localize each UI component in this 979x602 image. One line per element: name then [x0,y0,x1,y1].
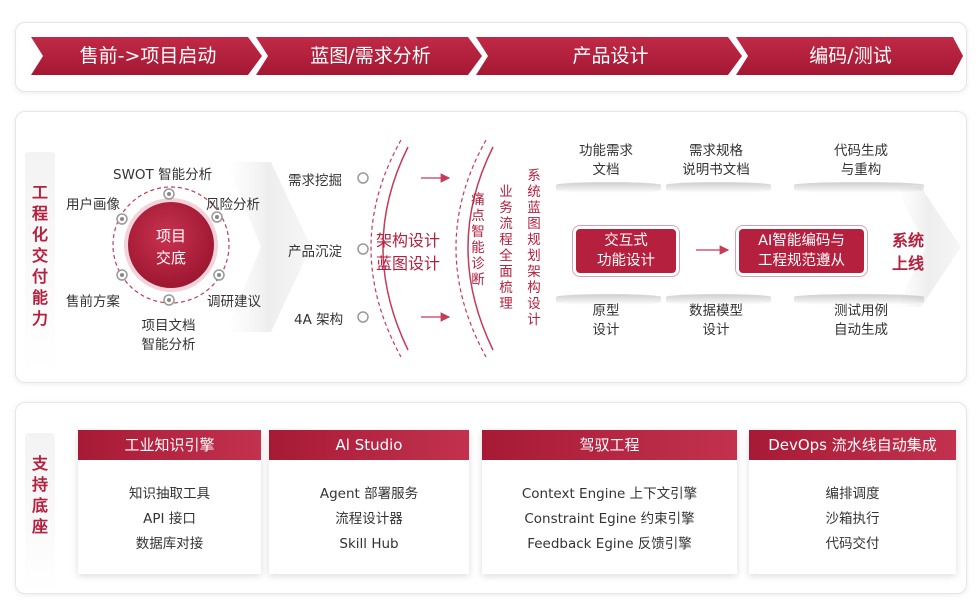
input-requirement-mining: 需求挖掘 [288,173,342,189]
center-circle [124,198,218,292]
column-item: Feedback Egine 反馈引擎 [527,536,692,552]
swot-analysis: SWOT 智能分析 [113,167,213,183]
phase-presales: 售前->项目启动 [79,45,217,67]
input-node-1 [357,172,369,184]
column-item: 沙箱执行 [825,511,880,527]
support-column-harness-engineering: 驾驭工程 Context Engine 上下文引擎 Constraint Egi… [482,430,737,574]
column-item: 编排调度 [825,486,880,502]
user-profile: 用户画像 [66,197,120,213]
phase-coding-testing: 编码/测试 [809,45,892,67]
column-item: Constraint Egine 约束引擎 [524,511,695,527]
column-title: DevOps 流水线自动集成 [749,430,956,460]
output-code-generation: 代码生成与重构 [834,143,888,178]
engineering-side-title: 工程化交付能力 [25,152,55,372]
phase-arrow-4 [736,37,963,75]
diag-arc-inner [467,146,494,351]
arch-design-label: 架构设计蓝图设计 [376,231,441,273]
shelf [794,294,924,305]
shelf [666,294,771,305]
arch-arc-outer [370,139,402,358]
shelf [556,294,661,305]
ai-coding-box: AI智能编码与工程规范遵从 [739,229,864,273]
research-advice: 调研建议 [207,294,261,310]
presales-plan: 售前方案 [66,294,120,310]
column-title: Al Studio [269,430,469,460]
input-node-3 [357,311,369,323]
shelf [666,182,771,193]
support-panel: 支持底座 工业知识引擎 知识抽取工具 API 接口 数据库对接 Al Studi… [15,402,967,594]
column-item: 代码交付 [825,536,880,552]
column-item: API 接口 [143,511,196,527]
phase-arrow-3 [476,37,742,75]
engineering-graphics [112,139,961,358]
column-item: Skill Hub [339,536,399,552]
phase-panel: 售前->项目启动 蓝图/需求分析 产品设计 编码/测试 [15,22,967,92]
support-column-ai-studio: Al Studio Agent 部署服务 流程设计器 Skill Hub [269,430,469,574]
arch-arc-inner [382,146,409,351]
shelf [556,182,661,193]
column-title: 驾驭工程 [482,430,737,460]
column-item: Agent 部署服务 [319,486,419,502]
support-side-title: 支持底座 [25,433,55,593]
phase-arrow-2 [256,37,482,75]
diag-arc-outer [455,139,487,358]
column-item: 数据库对接 [135,536,204,552]
output-prototype-design: 原型设计 [592,303,620,338]
phase-product-design: 产品设计 [572,45,649,67]
pain-diagnosis-label: 痛点智能诊断 [471,192,485,288]
engineering-panel: 工程化交付能力 项目交底 SWOT 智能分析 用户画像 风险分析 售前方案 调研… [15,111,967,383]
output-test-case-generation: 测试用例自动生成 [834,303,888,338]
center-ring [112,186,230,304]
column-item: 知识抽取工具 [129,486,210,502]
support-column-knowledge-engine: 工业知识引擎 知识抽取工具 API 接口 数据库对接 [78,430,261,574]
phase-arrow-1 [31,37,262,75]
bg-arrow-left [226,162,311,332]
output-functional-requirements: 功能需求文档 [579,143,633,178]
system-launch-label: 系统上线 [892,231,925,273]
phase-arrows [31,37,963,75]
doc-analysis: 项目文档智能分析 [141,318,196,353]
risk-analysis: 风险分析 [206,197,260,213]
output-data-model-design: 数据模型设计 [689,303,743,338]
shelf [794,182,924,193]
input-node-2 [357,243,369,255]
bg-arrow-right [896,187,961,307]
center-label: 项目交底 [155,227,186,267]
business-flow-label: 业务流程全面梳理 [499,184,513,312]
column-item: 流程设计器 [335,511,403,527]
input-product-deposit: 产品沉淀 [288,244,342,260]
system-blueprint-label: 系统蓝图规划架构设计 [527,168,541,328]
interactive-design-box: 交互式功能设计 [576,229,676,273]
input-4a-architecture: 4A 架构 [294,312,344,328]
phase-blueprint: 蓝图/需求分析 [310,45,431,67]
support-column-devops: DevOps 流水线自动集成 编排调度 沙箱执行 代码交付 [749,430,956,574]
output-requirement-spec: 需求规格说明书文档 [682,143,750,178]
column-item: Context Engine 上下文引擎 [521,486,698,502]
column-title: 工业知识引擎 [78,430,261,460]
